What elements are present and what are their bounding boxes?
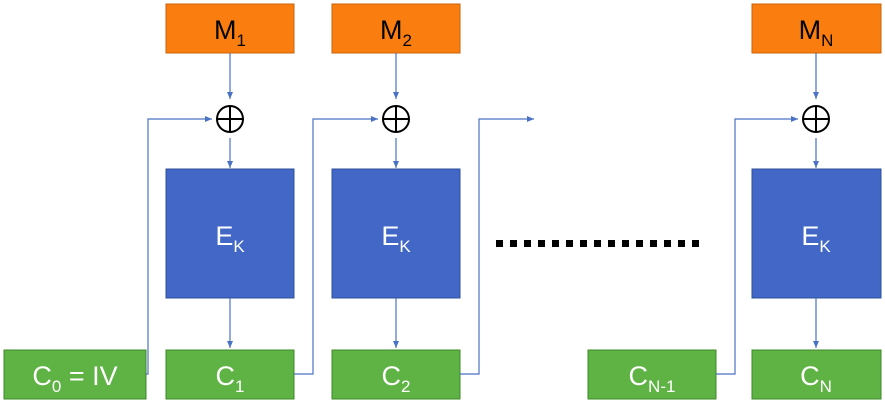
- arrow-cn-minus-1-to-xorn: [716, 116, 798, 375]
- ciphertext-block-iv: C0 = IV: [3, 349, 147, 400]
- message-2-subscript: 2: [403, 31, 412, 50]
- cipher-2-label: C: [382, 361, 402, 391]
- cipher-0-subscript: 0: [52, 377, 61, 396]
- encrypt-n-subscript: K: [819, 237, 831, 256]
- message-1-label: M: [214, 15, 237, 45]
- arrow-iv-to-xor1: [146, 116, 212, 375]
- svg-text:EK: EK: [215, 221, 245, 256]
- message-n-label: M: [799, 15, 822, 45]
- svg-text:M2: M2: [380, 15, 412, 50]
- encrypt-1-subscript: K: [233, 237, 245, 256]
- encrypt-1-label: E: [215, 221, 233, 251]
- message-block-1: M1: [165, 3, 295, 54]
- message-block-2: M2: [331, 3, 461, 54]
- svg-text:C0 = IV: C0 = IV: [32, 361, 117, 396]
- cipher-1-subscript: 1: [235, 377, 244, 396]
- encryption-block-1: EK: [165, 168, 295, 299]
- cipher-n-minus-1-subscript: N-1: [648, 377, 675, 396]
- encryption-block-n: EK: [751, 168, 882, 299]
- cipher-n-minus-1-label: C: [629, 361, 649, 391]
- ellipsis-dots: [496, 240, 699, 247]
- message-1-subscript: 1: [237, 31, 246, 50]
- xor-icon: [802, 105, 830, 133]
- cipher-0-suffix: = IV: [61, 361, 117, 391]
- encrypt-n-label: E: [801, 221, 819, 251]
- message-block-n: MN: [751, 3, 882, 54]
- svg-text:MN: MN: [799, 15, 834, 50]
- message-n-subscript: N: [821, 31, 833, 50]
- svg-text:CN-1: CN-1: [629, 361, 676, 396]
- ciphertext-block-n: CN: [751, 349, 882, 400]
- svg-text:CN: CN: [800, 361, 832, 396]
- ciphertext-block-2: C2: [331, 349, 461, 400]
- cipher-n-subscript: N: [820, 377, 832, 396]
- cipher-0-label: C: [32, 361, 52, 391]
- encrypt-2-subscript: K: [399, 237, 411, 256]
- ciphertext-block-n-minus-1: CN-1: [587, 349, 717, 400]
- cipher-n-label: C: [800, 361, 820, 391]
- svg-text:M1: M1: [214, 15, 246, 50]
- encrypt-2-label: E: [381, 221, 399, 251]
- cipher-2-subscript: 2: [401, 377, 410, 396]
- arrow-c1-to-xor2: [294, 116, 378, 375]
- arrow-c2-onward: [460, 116, 534, 375]
- cipher-1-label: C: [216, 361, 236, 391]
- svg-text:C2: C2: [382, 361, 411, 396]
- svg-text:EK: EK: [381, 221, 411, 256]
- svg-text:EK: EK: [801, 221, 831, 256]
- xor-icon: [382, 105, 410, 133]
- message-2-label: M: [380, 15, 403, 45]
- svg-text:C1: C1: [216, 361, 245, 396]
- xor-icon: [216, 105, 244, 133]
- ciphertext-block-1: C1: [165, 349, 295, 400]
- encryption-block-2: EK: [331, 168, 461, 299]
